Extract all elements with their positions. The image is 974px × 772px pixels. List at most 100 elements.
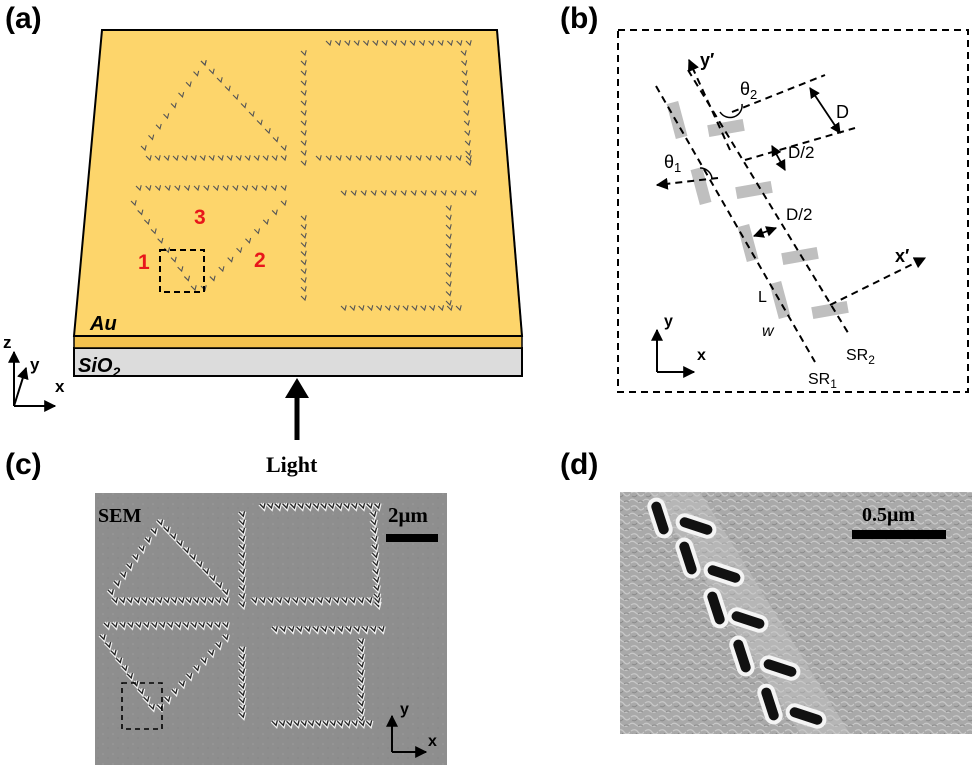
slit-mark — [127, 621, 134, 629]
slit-mark — [222, 597, 229, 604]
slit-mark — [267, 597, 274, 604]
slit-mark — [300, 241, 307, 248]
slit-mark — [198, 621, 205, 629]
svg-text:θ2: θ2 — [740, 79, 757, 102]
panel-b-diagram: y′ x′ D D/2 D/2 θ1 θ2 L w SR1 SR2 y x — [617, 29, 969, 393]
slit-mark — [462, 90, 469, 97]
slit-mark — [300, 60, 307, 67]
slit-mark — [119, 621, 126, 629]
shape-label-1: 1 — [138, 251, 150, 274]
slit-mark — [445, 233, 452, 240]
shape-label-3: 3 — [194, 206, 206, 229]
slit-mark — [126, 672, 134, 680]
slit-mark — [465, 150, 472, 157]
metasurface-slit-pattern — [130, 40, 477, 312]
slit-mark — [251, 185, 258, 192]
slit-mark — [238, 519, 246, 526]
slit-mark — [271, 720, 278, 727]
slit-mark — [259, 597, 266, 604]
slit-mark — [300, 50, 307, 57]
slit-mark — [337, 626, 344, 633]
slit-mark — [367, 305, 374, 312]
slit-mark — [137, 688, 144, 695]
slit-mark — [280, 155, 287, 162]
slit-mark — [107, 589, 114, 596]
svg-text:z: z — [3, 333, 12, 352]
slit-mark — [304, 626, 311, 633]
scale-bar-d — [852, 530, 946, 539]
slit-mark — [428, 40, 435, 47]
slit-mark — [143, 696, 150, 703]
au-label: Au — [89, 313, 117, 335]
slit-mark — [358, 305, 365, 312]
slit-mark — [300, 259, 307, 266]
slit-mark — [199, 155, 206, 162]
svg-text:x: x — [697, 347, 706, 364]
slit-mark — [292, 597, 299, 604]
slit-mark — [425, 155, 432, 162]
slit-mark — [144, 536, 151, 544]
slit-mark — [340, 305, 347, 312]
svg-text:D/2: D/2 — [788, 143, 814, 162]
slit-mark — [133, 597, 141, 604]
slit-mark — [99, 634, 106, 641]
nanorod — [707, 565, 741, 583]
slit-mark — [207, 597, 214, 604]
slit-mark — [181, 155, 188, 162]
slit-mark — [238, 675, 246, 682]
slit-mark — [300, 597, 307, 604]
slit-mark — [445, 205, 452, 212]
slit-mark — [357, 708, 365, 715]
slit-mark — [380, 190, 387, 197]
slit-mark — [393, 305, 400, 312]
slit-mark — [300, 110, 307, 117]
slit-mark — [429, 305, 436, 312]
slit-mark — [280, 200, 287, 207]
scale-label-d: 0.5μm — [862, 504, 915, 526]
slit-mark — [206, 621, 213, 629]
nanorod — [651, 501, 669, 535]
slit-mark — [163, 597, 170, 604]
slit-mark — [418, 40, 426, 47]
slit-mark — [430, 190, 437, 197]
slit-mark — [357, 692, 365, 700]
sem-zoom-rods — [647, 497, 827, 729]
slit-mark — [437, 305, 445, 312]
nanorod — [731, 611, 765, 629]
slit-mark — [410, 190, 417, 197]
slit-mark — [200, 657, 207, 664]
panel-a-diagram: 1 2 3 Au SiO2 z y x Light — [3, 29, 524, 477]
slit-mark — [193, 185, 200, 192]
slit-mark — [450, 190, 457, 197]
slit-mark — [300, 100, 307, 107]
slit-mark — [185, 81, 192, 88]
slit-mark — [312, 626, 319, 633]
slit-mark — [217, 155, 224, 162]
sio2-label: SiO2 — [78, 355, 120, 380]
slit-mark — [178, 597, 185, 604]
slit-mark — [365, 597, 373, 604]
slit-mark — [370, 527, 378, 534]
slit-mark — [288, 626, 295, 633]
slit-mark — [172, 155, 179, 162]
slit-mark — [300, 295, 307, 302]
slit-mark — [333, 597, 340, 604]
slit-mark — [171, 688, 178, 695]
slit-mark — [270, 185, 278, 192]
slit-mark — [235, 155, 242, 162]
nanorod — [707, 591, 725, 625]
slit-mark — [156, 597, 163, 604]
slit-mark — [238, 585, 246, 592]
slit-mark — [464, 130, 471, 137]
slit-mark — [275, 597, 283, 604]
slit-mark — [463, 120, 470, 127]
slit-mark — [445, 300, 452, 307]
slit-mark — [222, 634, 229, 641]
slit-mark — [307, 720, 315, 727]
slit-mark — [325, 40, 332, 47]
slit-mark — [218, 266, 225, 273]
slit-mark — [150, 528, 157, 535]
slit-mark — [308, 597, 315, 604]
slit-mark — [345, 155, 352, 162]
slit-mark — [351, 503, 358, 510]
